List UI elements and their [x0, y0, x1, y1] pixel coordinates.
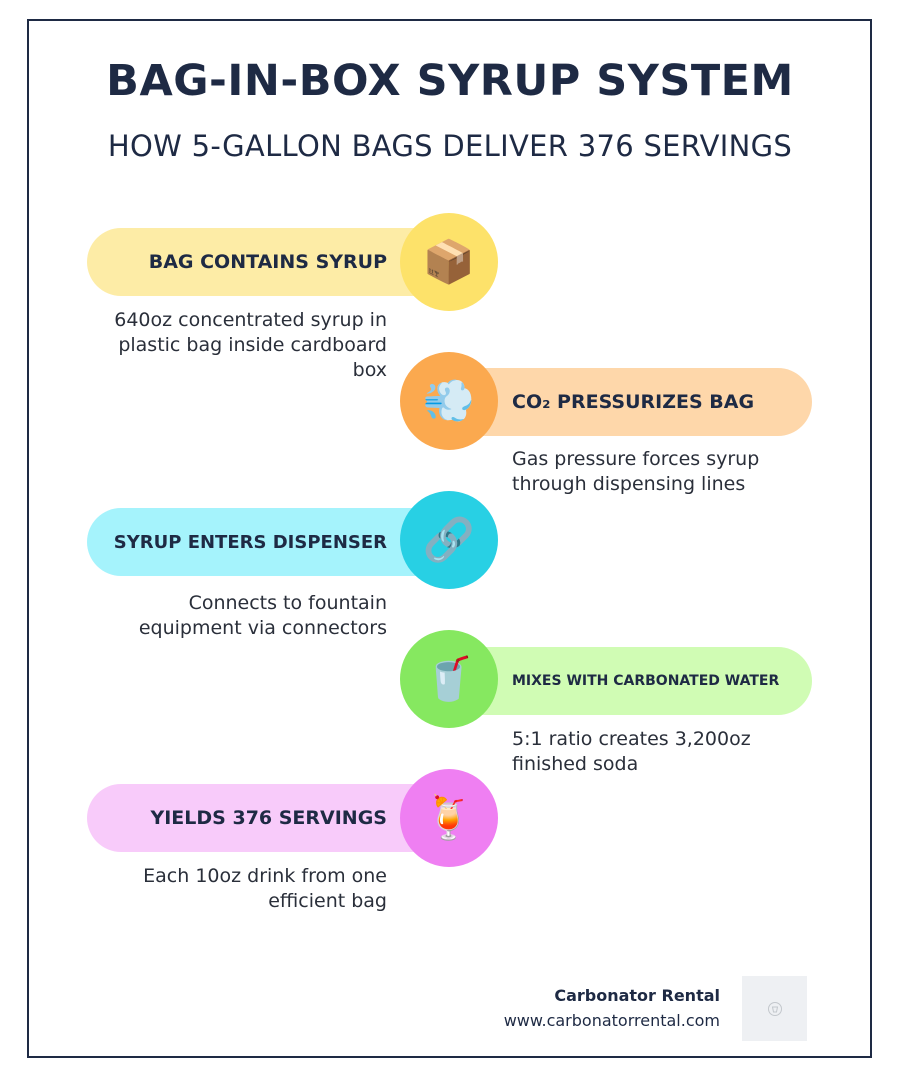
- step-2-label: CO₂ PRESSURIZES BAG: [512, 391, 755, 413]
- step-1-pill: BAG CONTAINS SYRUP: [87, 228, 457, 296]
- step-5-pill: YIELDS 376 SERVINGS: [87, 784, 457, 852]
- poster-frame: [27, 19, 872, 1058]
- step-2-description: Gas pressure forces syrup through dispen…: [512, 448, 760, 495]
- brand-name: Carbonator Rental: [554, 986, 720, 1005]
- step-2-pill: CO₂ PRESSURIZES BAG: [445, 368, 812, 436]
- step-5-description: Each 10oz drink from one efficient bag: [143, 865, 387, 912]
- tropical-drink-icon: 🍹: [400, 769, 498, 867]
- step-3-label: SYRUP ENTERS DISPENSER: [113, 531, 387, 553]
- carbonator-logo-icon: [742, 976, 807, 1041]
- chain-link-icon: 🔗: [400, 491, 498, 589]
- package-icon: 📦: [400, 213, 498, 311]
- step-1-description: 640oz concentrated syrup in plastic bag …: [114, 309, 387, 381]
- step-4-pill: MIXES WITH CARBONATED WATER: [445, 647, 812, 715]
- step-5-label: YIELDS 376 SERVINGS: [150, 807, 387, 829]
- soda-cup-icon: 🥤: [400, 630, 498, 728]
- step-3-description: Connects to fountain equipment via conne…: [138, 592, 387, 639]
- step-3-pill: SYRUP ENTERS DISPENSER: [87, 508, 457, 576]
- step-4-label: MIXES WITH CARBONATED WATER: [512, 673, 780, 689]
- page-subtitle: HOW 5-GALLON BAGS DELIVER 376 SERVINGS: [107, 129, 793, 163]
- page-title: BAG-IN-BOX SYRUP SYSTEM: [106, 56, 794, 106]
- step-4-description: 5:1 ratio creates 3,200oz finished soda: [512, 728, 751, 775]
- step-1-label: BAG CONTAINS SYRUP: [148, 251, 387, 273]
- brand-url[interactable]: www.carbonatorrental.com: [503, 1011, 720, 1030]
- gas-cloud-icon: 💨: [400, 352, 498, 450]
